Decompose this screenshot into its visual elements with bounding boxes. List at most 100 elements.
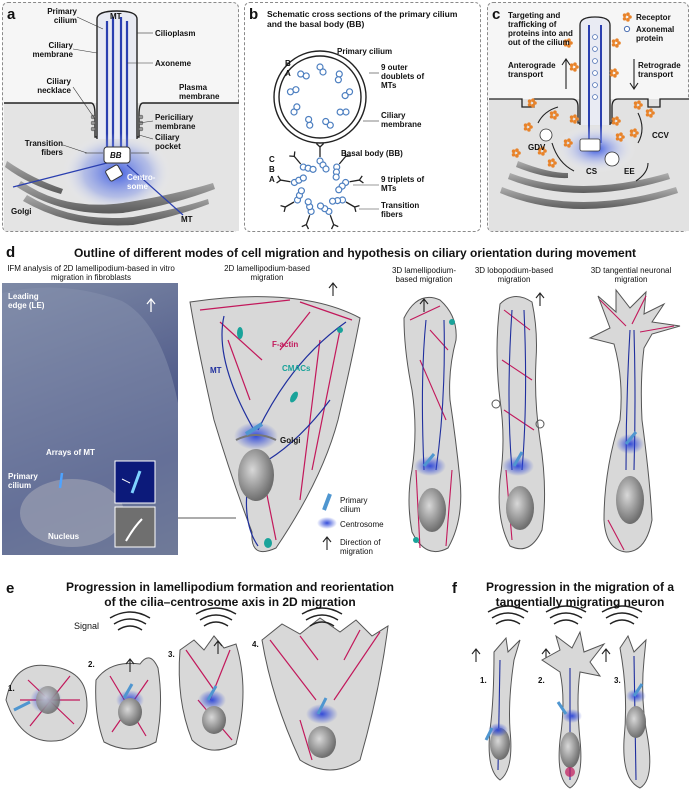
- transition-fiber: [349, 175, 364, 184]
- legend-arrow-icon: [322, 536, 332, 550]
- le-arrow-icon: [146, 297, 156, 312]
- receptor-icon: [511, 148, 521, 158]
- receptor-icon: [523, 122, 533, 132]
- step-e1: 1.: [8, 684, 15, 693]
- receptor-icon: [563, 138, 573, 148]
- receptor-icon: [549, 110, 559, 120]
- cilioplasm-label: Cilioplasm: [155, 29, 196, 38]
- receptor-icon: [547, 158, 557, 168]
- mode-3d-neuronal: 3D tangential neuronal migration: [590, 266, 672, 284]
- doublet-mt: [345, 88, 354, 96]
- receptor-icon: [609, 68, 619, 78]
- cmacs-label: CMACs: [282, 364, 311, 373]
- legend-cilium-icon: [322, 493, 332, 511]
- a-label: A: [285, 69, 291, 78]
- panel-b: b Schematic cross sections of the primar…: [244, 2, 481, 232]
- mt-d-label: MT: [210, 366, 222, 375]
- cell-3d-lobopodium: [491, 296, 546, 550]
- triplet-mt: [328, 197, 337, 205]
- ifm-caption: IFM analysis of 2D lamellipodium-based i…: [7, 264, 175, 282]
- neuron-f1: [484, 636, 521, 781]
- ee-label: EE: [624, 167, 635, 176]
- arrow-2d: [328, 282, 338, 296]
- leading-edge-label: Leading edge (LE): [8, 292, 45, 310]
- doublet-mt: [292, 86, 300, 94]
- golgi-d-label: Golgi: [280, 436, 301, 445]
- gdv-label: GDV: [528, 143, 546, 152]
- panel-c-letter: c: [492, 6, 501, 23]
- receptor-icon: [569, 114, 579, 124]
- panel-c: c: [487, 2, 689, 232]
- triplet-mt: [299, 174, 307, 182]
- a2-label: A: [269, 175, 275, 184]
- c-label: C: [269, 155, 275, 164]
- doublet-mt: [322, 117, 330, 126]
- doublet-mt: [336, 108, 344, 116]
- cell-e3: [178, 635, 244, 751]
- triplet-mt: [304, 198, 312, 206]
- legend-centrosome-icon: [317, 517, 337, 529]
- cell-3d-neuron: [588, 288, 681, 553]
- axoneme-label: Axoneme: [155, 59, 192, 68]
- receptor-icon: [611, 38, 621, 48]
- mode-3d-lamellipodium: 3D lamellipodium-based migration: [391, 266, 457, 284]
- transition-fiber: [315, 143, 325, 157]
- triplet-mt: [309, 165, 317, 173]
- nucleus-label: Nucleus: [48, 532, 80, 541]
- panel-d-letter: d: [6, 244, 16, 261]
- panel-e-title: Progression in lamellipodium formation a…: [65, 580, 395, 609]
- signal-label: Signal: [74, 621, 100, 631]
- transition-fiber: [338, 151, 351, 165]
- triplet-mt: [316, 202, 325, 210]
- doublet-mt: [293, 103, 301, 111]
- ciliary-necklace-label: Ciliary necklace: [37, 77, 71, 95]
- receptor-icon: [537, 146, 547, 156]
- anterograde-label: Anterograde transport: [508, 61, 556, 79]
- outer-doublets-label: 9 outer doublets of MTs: [381, 63, 425, 90]
- ccv-label: CCV: [652, 131, 669, 140]
- transition-fibers-label: Transition fibers: [24, 139, 63, 157]
- transition-fiber: [276, 175, 291, 184]
- targeting-label: Targeting and trafficking of proteins in…: [508, 11, 573, 47]
- mode-3d-lobopodium: 3D lobopodium-based migration: [474, 266, 554, 284]
- receptor-icon: [527, 98, 537, 108]
- doublet-mt: [326, 121, 334, 129]
- ifm-primary-cilium-label: Primary cilium: [8, 472, 38, 490]
- step-e3: 3.: [168, 650, 175, 659]
- panel-f-letter: f: [452, 580, 457, 597]
- arrays-mt-label: Arrays of MT: [46, 448, 95, 457]
- mt-bottom-label: MT: [181, 215, 193, 224]
- ciliary-membrane-label: Ciliary membrane: [32, 41, 73, 59]
- cell-e2: [95, 657, 162, 750]
- panel-f-title: Progression in the migration of a tangen…: [485, 580, 675, 609]
- transition-fiber: [345, 201, 360, 213]
- receptor-icon: [633, 100, 643, 110]
- triplets-label: 9 triplets of MTs: [381, 175, 425, 193]
- triplet-mt: [335, 186, 343, 194]
- panel-d-title: Outline of different modes of cell migra…: [73, 246, 637, 260]
- receptor-icon: [622, 12, 632, 22]
- ciliary-membrane-b-label: Ciliary membrane: [381, 111, 422, 129]
- doublet-mt: [316, 63, 324, 71]
- b-label: B: [285, 59, 291, 68]
- step-f2: 2.: [538, 676, 545, 685]
- ciliary-pocket-label: Ciliary pocket: [155, 133, 181, 151]
- doublet-mt: [302, 72, 310, 80]
- cell-3d-lamellipodium: [403, 296, 462, 552]
- primary-cilium-label: Primary cilium: [47, 7, 77, 25]
- step-f3: 3.: [614, 676, 621, 685]
- cell-2d-lamellipodium: [178, 296, 361, 552]
- triplet-mt: [297, 187, 306, 195]
- signal-icons: [109, 605, 643, 631]
- b2-label: B: [269, 165, 275, 174]
- axonemal-icon: [623, 25, 631, 33]
- mt-label: MT: [110, 12, 122, 21]
- doublet-mt: [305, 115, 313, 124]
- ifm-image: [2, 283, 178, 555]
- step-e2: 2.: [88, 660, 95, 669]
- panel-b-letter: b: [249, 6, 259, 23]
- receptor-icon: [629, 128, 639, 138]
- receptor-icon: [563, 38, 573, 48]
- transition-fiber: [289, 151, 302, 165]
